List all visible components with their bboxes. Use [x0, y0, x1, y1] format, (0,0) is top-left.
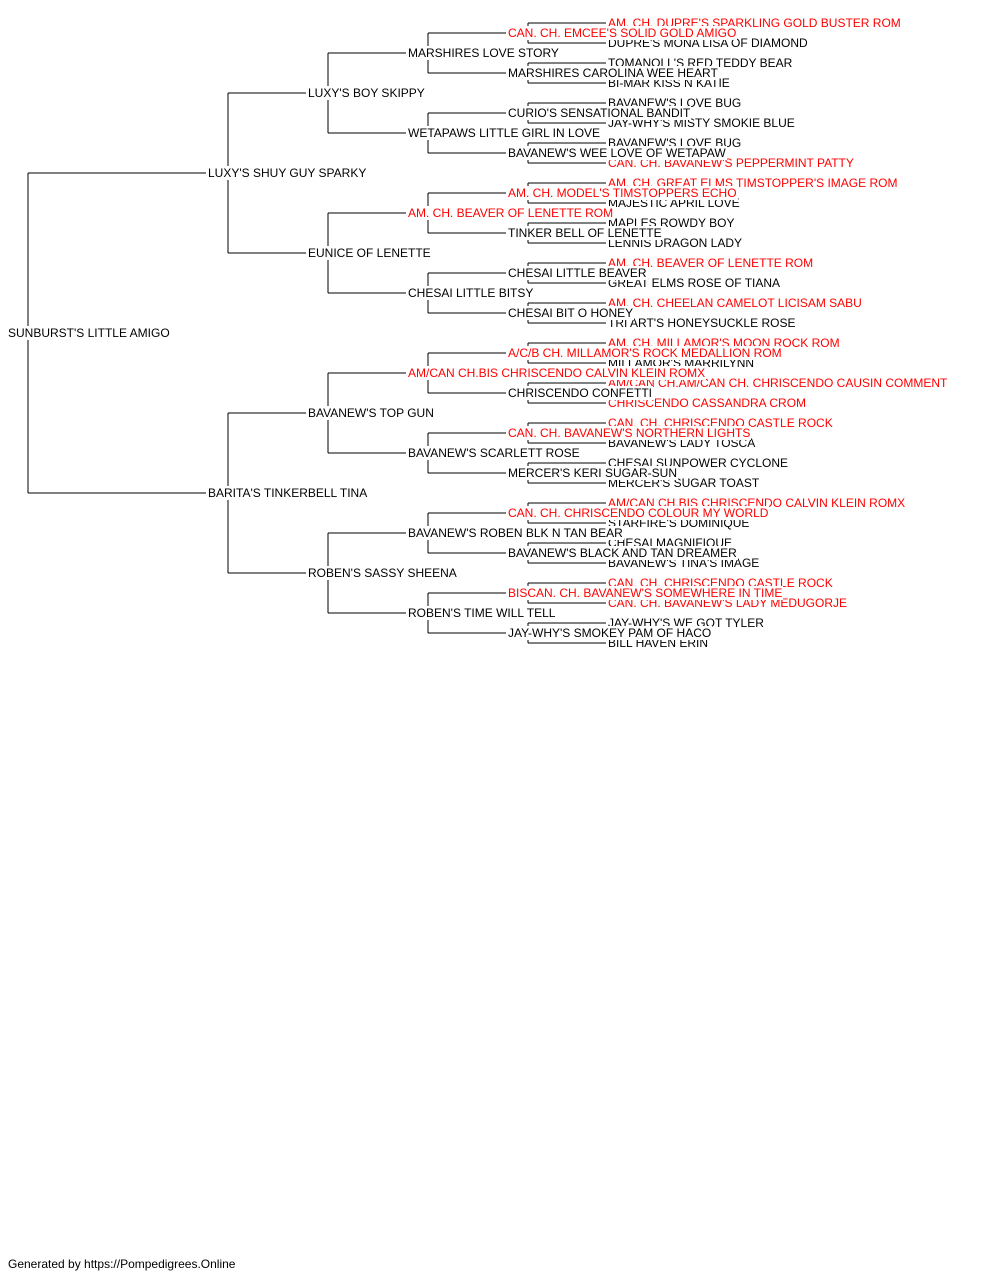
sire-name: CAN. CH. BAVANEW'S NORTHERN LIGHTS — [507, 426, 752, 440]
dam-name: CHRISCENDO CASSANDRA CROM — [607, 396, 808, 410]
sire-name: AM. CH. MODEL'S TIMSTOPPERS ECHO — [507, 186, 738, 200]
dam-name: CHESAI LITTLE BITSY — [407, 286, 535, 300]
sire-name: BAVANEW'S ROBEN BLK N TAN BEAR — [407, 526, 624, 540]
dam-name: BAVANEW'S SCARLETT ROSE — [407, 446, 581, 460]
sire-name: CHESAI LITTLE BEAVER — [507, 266, 648, 280]
dam-name: BAVANEW'S BLACK AND TAN DREAMER — [507, 546, 738, 560]
dam-name: BARITA'S TINKERBELL TINA — [207, 486, 369, 500]
dam-name: MARSHIRES CAROLINA WEE HEART — [507, 66, 719, 80]
sire-name: BAVANEW'S TOP GUN — [307, 406, 435, 420]
dam-name: JAY-WHY'S SMOKEY PAM OF HACO — [507, 626, 713, 640]
sire-name: AM. CH. CHEELAN CAMELOT LICISAM SABU — [607, 296, 863, 310]
dam-name: TINKER BELL OF LENETTE — [507, 226, 663, 240]
dam-name: ROBEN'S TIME WILL TELL — [407, 606, 557, 620]
dam-name: EUNICE OF LENETTE — [307, 246, 432, 260]
sire-name: AM. CH. BEAVER OF LENETTE ROM — [607, 256, 815, 270]
sire-name: MARSHIRES LOVE STORY — [407, 46, 560, 60]
footer-credit: Generated by https://Pompedigrees.Online — [8, 1257, 236, 1271]
sire-name: AM/CAN CH.BIS CHRISCENDO CALVIN KLEIN RO… — [407, 366, 707, 380]
dam-name: TRI ART'S HONEYSUCKLE ROSE — [607, 316, 797, 330]
dam-name: WETAPAWS LITTLE GIRL IN LOVE — [407, 126, 602, 140]
sire-name: LUXY'S SHUY GUY SPARKY — [207, 166, 368, 180]
sire-name: A/C/B CH. MILLAMOR'S ROCK MEDALLION ROM — [507, 346, 783, 360]
dam-name: GREAT ELMS ROSE OF TIANA — [607, 276, 782, 290]
sire-name: CAN. CH. EMCEE'S SOLID GOLD AMIGO — [507, 26, 738, 40]
sire-name: LUXY'S BOY SKIPPY — [307, 86, 426, 100]
dam-name: CHRISCENDO CONFETTI — [507, 386, 653, 400]
subject-name: SUNBURST'S LITTLE AMIGO — [7, 326, 171, 340]
dam-name: MERCER'S KERI SUGAR-SUN — [507, 466, 678, 480]
sire-name: BISCAN. CH. BAVANEW'S SOMEWHERE IN TIME — [507, 586, 784, 600]
sire-name: AM. CH. BEAVER OF LENETTE ROM — [407, 206, 615, 220]
dam-name: CHESAI BIT O HONEY — [507, 306, 635, 320]
dam-name: BAVANEW'S WEE LOVE OF WETAPAW — [507, 146, 727, 160]
sire-name: CAN. CH. CHRISCENDO COLOUR MY WORLD — [507, 506, 770, 520]
dam-name: ROBEN'S SASSY SHEENA — [307, 566, 458, 580]
sire-name: CURIO'S SENSATIONAL BANDIT — [507, 106, 692, 120]
